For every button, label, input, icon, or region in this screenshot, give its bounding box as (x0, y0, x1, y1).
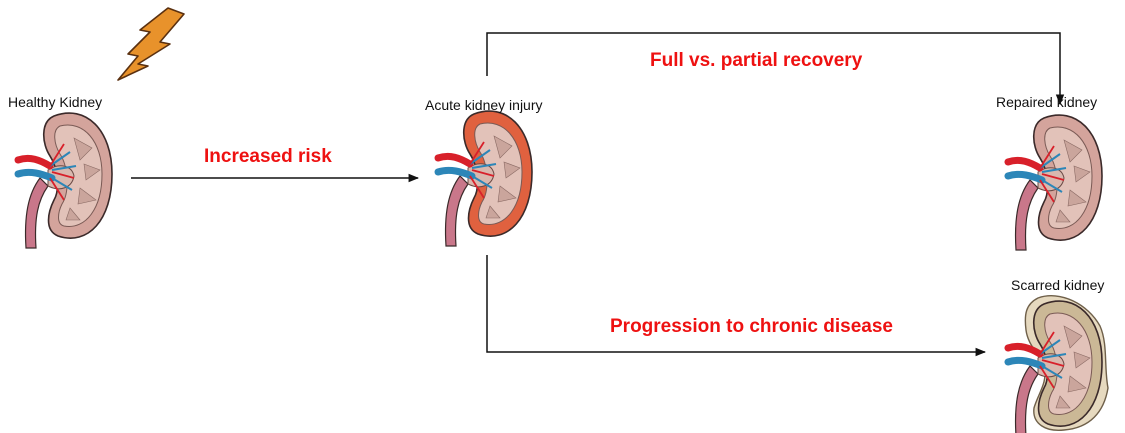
kidney-icon-acute (438, 111, 532, 246)
lightning-bolt-icon (118, 8, 184, 80)
label-scarred-kidney: Scarred kidney (1011, 277, 1104, 293)
label-repaired-kidney: Repaired kidney (996, 94, 1097, 110)
label-healthy-kidney: Healthy Kidney (8, 94, 102, 110)
label-acute-kidney-injury: Acute kidney injury (425, 97, 543, 113)
label-increased-risk: Increased risk (204, 146, 332, 168)
label-full-vs-partial-recovery: Full vs. partial recovery (650, 50, 862, 72)
kidney-icon-scarred (1008, 296, 1108, 433)
label-progression-chronic: Progression to chronic disease (610, 316, 893, 338)
kidney-icon-healthy (18, 113, 112, 248)
kidney-icon-repaired (1008, 115, 1102, 250)
